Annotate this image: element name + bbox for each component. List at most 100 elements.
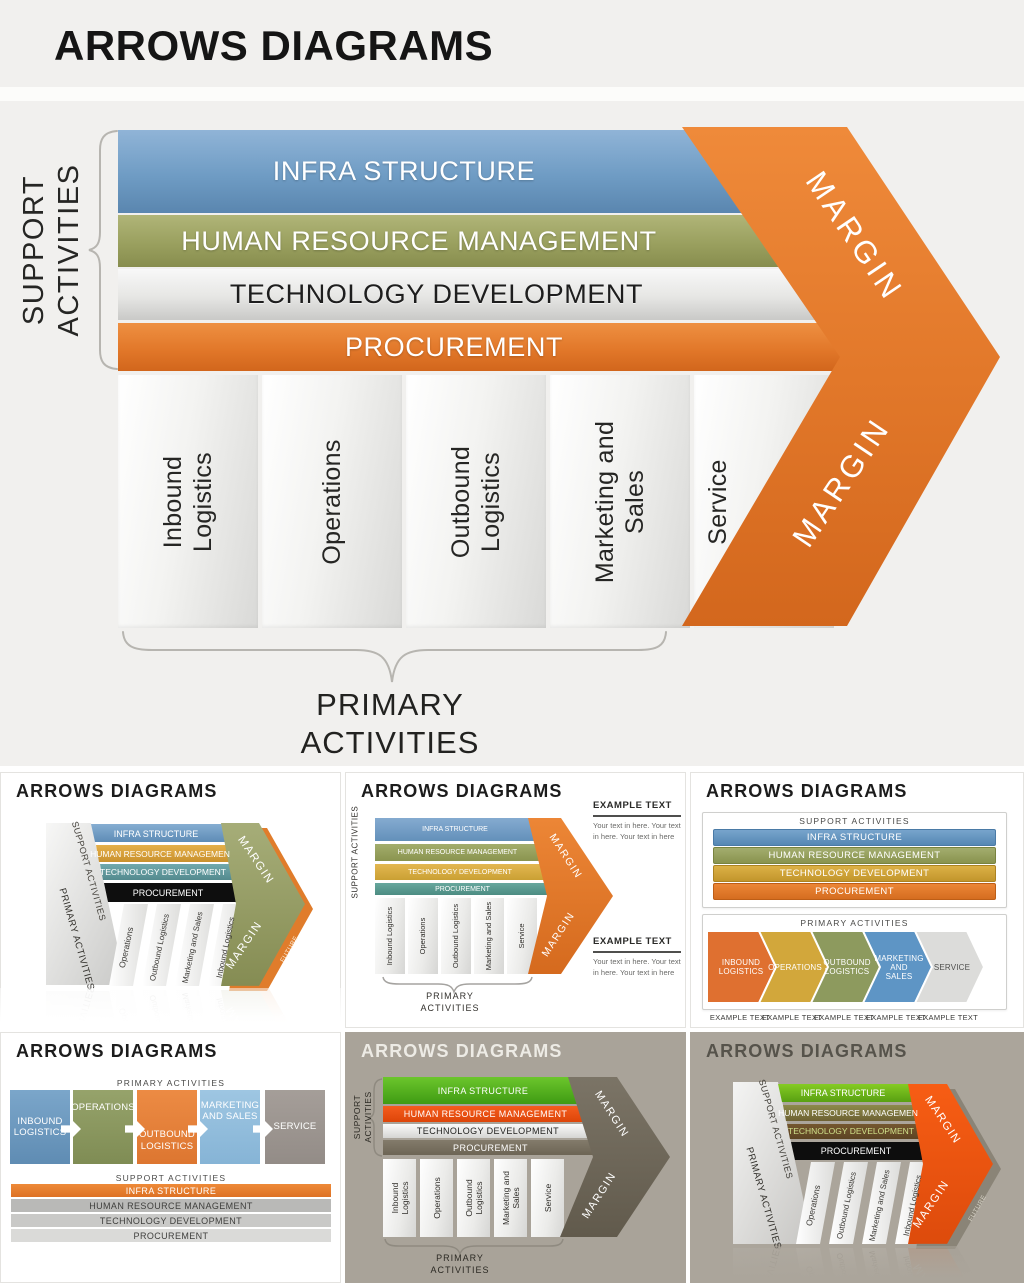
skewed-column	[829, 1162, 868, 1244]
bar-infra-structure: INFRA STRUCTURE	[383, 1077, 608, 1104]
bar-human-resource: HUMAN RESOURCE MANAGEMENT	[713, 847, 996, 864]
skewed-column	[796, 1162, 835, 1244]
bar-technology	[100, 864, 254, 880]
bar-label: INFRA STRUCTURE	[801, 1088, 886, 1098]
column-label: Operations	[318, 438, 346, 565]
skewed-column	[175, 904, 214, 986]
support-activities-label: SUPPORT ACTIVITIES	[350, 805, 360, 899]
box-outbound-logistics: OUTBOUND LOGISTICS	[137, 1090, 197, 1164]
thumbnail-process-boxes[interactable]: ARROWS DIAGRAMS PRIMARY ACTIVITIES INBOU…	[0, 1032, 341, 1283]
example-heading: EXAMPLE TEXT	[593, 936, 681, 953]
bar-procurement: PROCUREMENT	[375, 883, 570, 895]
bar-technology	[787, 1124, 943, 1139]
bar-procurement: PROCUREMENT	[383, 1140, 623, 1155]
bar-infra-structure	[778, 1084, 939, 1102]
chevron-service	[914, 930, 985, 1004]
bar-human-resource: HUMAN RESOURCE MANAGEMENT	[383, 1106, 613, 1122]
column-marketing-sales: Marketing and Sales	[474, 898, 504, 974]
example-body: Your text in here. Your text in here. Yo…	[593, 957, 681, 977]
example-text-label: EXAMPLE TEXT	[813, 1013, 875, 1022]
thumbnail-skewed-value-chain-red[interactable]: ARROWS DIAGRAMS	[690, 1032, 1024, 1283]
thumbnail-title: ARROWS DIAGRAMS	[361, 1041, 563, 1061]
bar-label: PROCUREMENT	[344, 331, 564, 362]
column-operations: Operations	[420, 1159, 453, 1237]
margin-arrow-shape	[221, 823, 305, 986]
thumbnail-value-chain-example-text[interactable]: ARROWS DIAGRAMS INFRA STRUCTURE HUMAN RE…	[345, 772, 686, 1028]
margin-arrow-overlay: MARGIN MARGIN	[367, 1077, 670, 1257]
support-header: SUPPORT ACTIVITIES	[115, 1173, 227, 1183]
support-activities-brace	[88, 130, 118, 370]
example-text-label: EXAMPLE TEXT	[917, 1013, 979, 1022]
bar-label: INFRA STRUCTURE	[114, 829, 199, 839]
title-divider-strip	[0, 87, 1024, 101]
support-bar-infra-structure: INFRA STRUCTURE	[118, 130, 760, 213]
chevron-label: SERVICE	[934, 963, 970, 972]
thumbnail-title: ARROWS DIAGRAMS	[16, 1041, 218, 1061]
thumbnail-taupe-value-chain[interactable]: ARROWS DIAGRAMS INFRA STRUCTURE HUMAN RE…	[345, 1032, 686, 1283]
bar-label: PROCUREMENT	[821, 1146, 892, 1156]
column-label: Service	[704, 458, 732, 545]
example-text-block: EXAMPLE TEXT Your text in here. Your tex…	[593, 936, 681, 979]
bar-label: INFRA STRUCTURE	[272, 156, 536, 186]
side-panel-shape	[46, 823, 126, 985]
bar-label: TECHNOLOGY DEVELOPMENT	[229, 279, 644, 309]
example-text-label: EXAMPLE TEXT	[761, 1013, 823, 1022]
bar-procurement: PROCUREMENT	[11, 1229, 331, 1242]
box-operations: OPERATIONS	[71, 1090, 135, 1164]
bar-infra-structure: INFRA STRUCTURE	[375, 818, 555, 841]
support-activities-panel: SUPPORT ACTIVITIES INFRA STRUCTURE HUMAN…	[702, 812, 1007, 908]
reflection-fade	[690, 1246, 1024, 1283]
example-text-label: EXAMPLE TEXT	[865, 1013, 927, 1022]
thumbnail-skewed-value-chain-olive[interactable]: ARROWS DIAGRAMS	[0, 772, 341, 1028]
example-text-block: EXAMPLE TEXT Your text in here. Your tex…	[593, 800, 681, 843]
reflection-fade	[0, 988, 341, 1028]
bar-label: TECHNOLOGY DEVELOPMENT	[788, 1126, 914, 1136]
thumbnail-title: ARROWS DIAGRAMS	[361, 781, 563, 801]
bar-infra-structure	[91, 824, 250, 842]
example-heading: EXAMPLE TEXT	[593, 800, 681, 817]
bar-human-resource	[96, 845, 251, 862]
bar-procurement	[104, 883, 259, 902]
primary-column-operations: Operations	[262, 375, 402, 628]
bar-procurement: PROCUREMENT	[713, 883, 996, 900]
thumbnail-bars-and-chevrons[interactable]: ARROWS DIAGRAMS SUPPORT ACTIVITIES INFRA…	[690, 772, 1024, 1028]
margin-lower-label: MARGIN	[580, 1170, 619, 1221]
box-inbound-logistics: INBOUND LOGISTICS	[10, 1090, 70, 1164]
margin-lower-label: MARGIN	[540, 910, 578, 959]
skewed-column	[862, 1162, 901, 1244]
bar-label: PROCUREMENT	[133, 888, 204, 898]
thumb6-diagram: INFRA STRUCTURE HUMAN RESOURCE MANAGEMEN…	[690, 1078, 1024, 1283]
support-header: SUPPORT ACTIVITIES	[799, 816, 910, 826]
bar-human-resource	[783, 1105, 939, 1121]
example-body: Your text in here. Your text in here. Yo…	[593, 821, 681, 841]
thumbnail-title: ARROWS DIAGRAMS	[706, 781, 908, 801]
column-operations: Operations	[408, 898, 438, 974]
skewed-column	[142, 904, 181, 986]
primary-activities-brace	[122, 631, 667, 683]
bar-label: HUMAN RESOURCE MANAGEMENT	[181, 225, 657, 256]
bar-label: HUMAN RESOURCE MANAGEMEN	[778, 1108, 918, 1118]
bar-technology: TECHNOLOGY DEVELOPMENT	[11, 1214, 331, 1227]
bar-infra-structure: INFRA STRUCTURE	[713, 829, 996, 846]
column-inbound-logistics: Inbound Logistics	[375, 898, 405, 974]
primary-header: PRIMARY ACTIVITIES	[800, 918, 909, 928]
column-outbound-logistics: Outbound Logistics	[441, 898, 471, 974]
example-text-label: EXAMPLE TEXT	[709, 1013, 771, 1022]
side-panel-shape	[733, 1082, 813, 1244]
